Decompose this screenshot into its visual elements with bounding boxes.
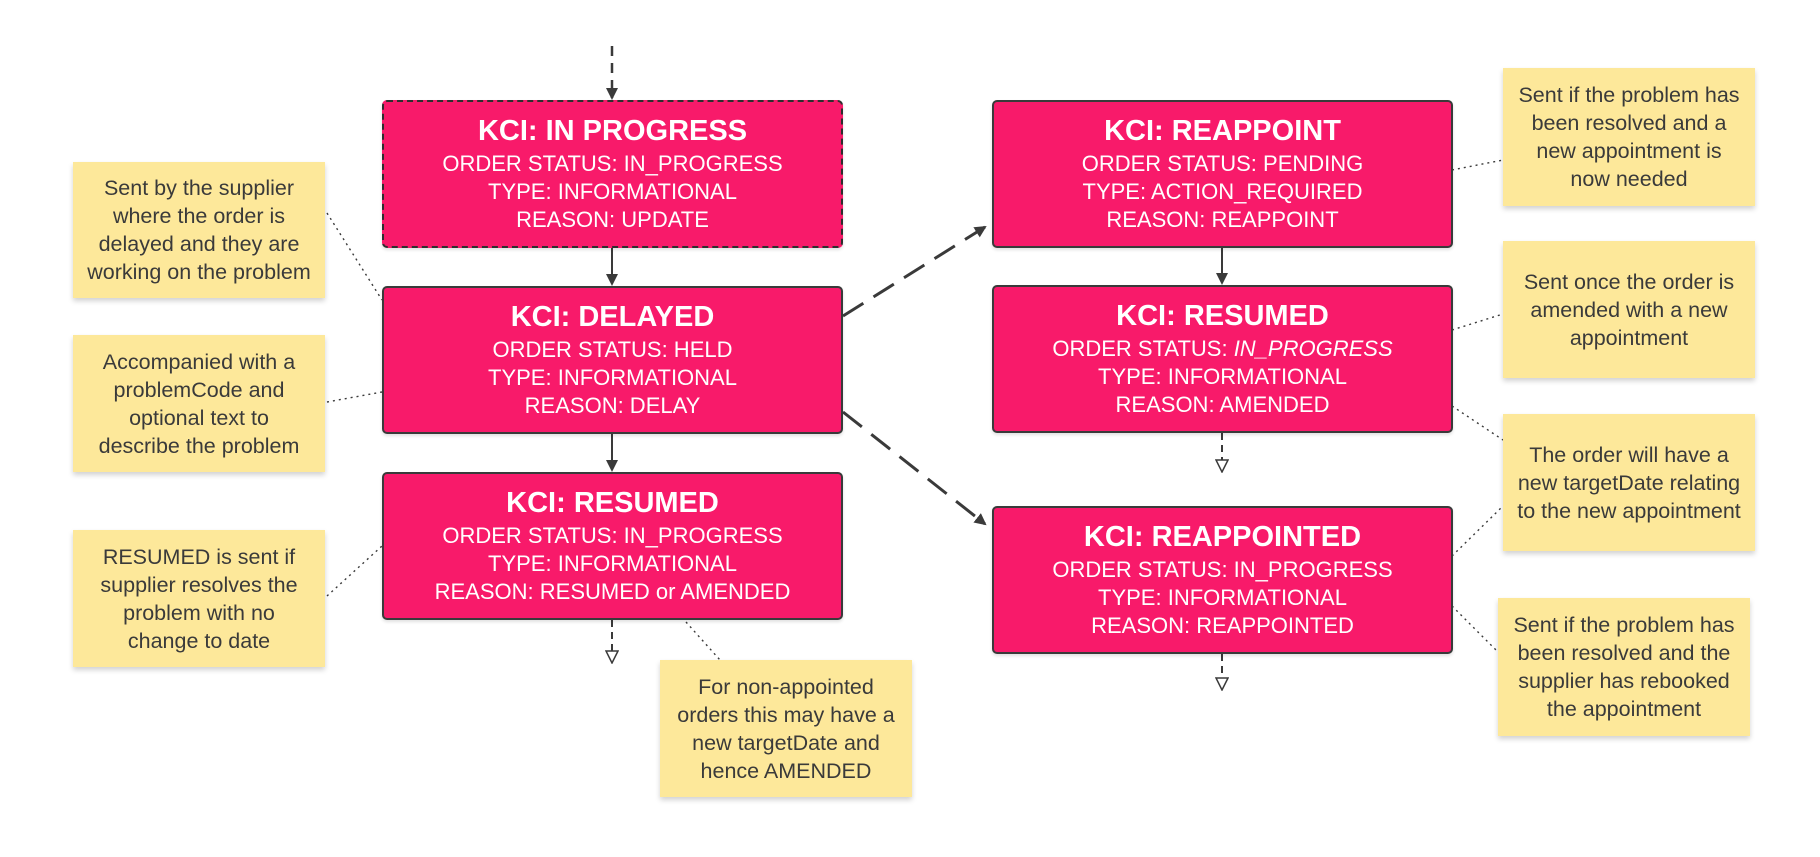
order-status-line: ORDER STATUS: HELD: [492, 337, 733, 362]
state-title: KCI: RESUMED: [506, 487, 719, 519]
type-line: TYPE: INFORMATIONAL: [1098, 585, 1347, 610]
note-link-delayed-sent: [326, 212, 383, 301]
reason-line: REASON: REAPPOINT: [1106, 207, 1339, 232]
note-link-target-date-lower: [1451, 505, 1504, 557]
note-link-target-date-upper: [1451, 405, 1504, 441]
reason-line: REASON: AMENDED: [1115, 392, 1330, 417]
note-problem-code: Accompanied with a problemCode and optio…: [73, 335, 325, 472]
type-line: TYPE: INFORMATIONAL: [488, 551, 737, 576]
note-link-amended-sent: [1451, 313, 1504, 331]
note-rebooked-sent: Sent if the problem has been resolved an…: [1498, 598, 1750, 736]
state-in-progress: KCI: IN PROGRESS ORDER STATUS: IN_PROGRE…: [382, 100, 843, 248]
state-title: KCI: RESUMED: [1116, 300, 1329, 332]
state-resumed-left: KCI: RESUMED ORDER STATUS: IN_PROGRESS T…: [382, 472, 843, 620]
state-resumed-right: KCI: RESUMED ORDER STATUS: IN_PROGRESS T…: [992, 285, 1453, 433]
state-reappointed: KCI: REAPPOINTED ORDER STATUS: IN_PROGRE…: [992, 506, 1453, 654]
order-status-line: ORDER STATUS: IN_PROGRESS: [442, 151, 783, 176]
reason-line: REASON: RESUMED or AMENDED: [434, 579, 791, 604]
reason-line: REASON: UPDATE: [516, 207, 709, 232]
state-title: KCI: REAPPOINTED: [1083, 521, 1362, 553]
order-status-line: ORDER STATUS: IN_PROGRESS: [442, 523, 783, 548]
note-reappoint-sent: Sent if the problem has been resolved an…: [1503, 68, 1755, 206]
note-link-rebooked-sent: [1451, 605, 1499, 653]
state-reappoint: KCI: REAPPOINT ORDER STATUS: PENDING TYP…: [992, 100, 1453, 248]
note-amended-sent: Sent once the order is amended with a ne…: [1503, 241, 1755, 378]
state-title: KCI: REAPPOINT: [1104, 115, 1341, 147]
arrow-delayed-to-reappointed: [842, 410, 987, 526]
note-non-appointed: For non-appointed orders this may have a…: [660, 660, 912, 797]
reason-line: REASON: DELAY: [524, 393, 701, 418]
order-status-line: ORDER STATUS: IN_PROGRESS: [1052, 557, 1393, 582]
type-line: TYPE: INFORMATIONAL: [1098, 364, 1347, 389]
note-link-problem-code: [326, 391, 383, 403]
order-status-value: IN_PROGRESS: [1233, 336, 1393, 361]
type-line: TYPE: INFORMATIONAL: [488, 179, 737, 204]
arrow-delayed-to-reappoint: [842, 225, 987, 318]
order-status-line: ORDER STATUS: PENDING: [1081, 151, 1364, 176]
note-delayed-sent: Sent by the supplier where the order is …: [73, 162, 325, 298]
state-delayed: KCI: DELAYED ORDER STATUS: HELD TYPE: IN…: [382, 286, 843, 434]
type-line: TYPE: INFORMATIONAL: [488, 365, 737, 390]
note-target-date: The order will have a new targetDate rel…: [1503, 414, 1755, 551]
state-title: KCI: IN PROGRESS: [477, 115, 748, 147]
note-link-reappoint-sent: [1451, 159, 1504, 171]
note-link-resumed-sent: [326, 545, 383, 597]
note-link-non-appointed: [685, 621, 721, 661]
order-status-line: ORDER STATUS: IN_PROGRESS: [994, 335, 1451, 363]
order-status-label: ORDER STATUS:: [1052, 336, 1234, 361]
type-line: TYPE: ACTION_REQUIRED: [1082, 179, 1363, 204]
note-resumed-sent: RESUMED is sent if supplier resolves the…: [73, 530, 325, 667]
state-title: KCI: DELAYED: [510, 301, 715, 333]
reason-line: REASON: REAPPOINTED: [1091, 613, 1354, 638]
